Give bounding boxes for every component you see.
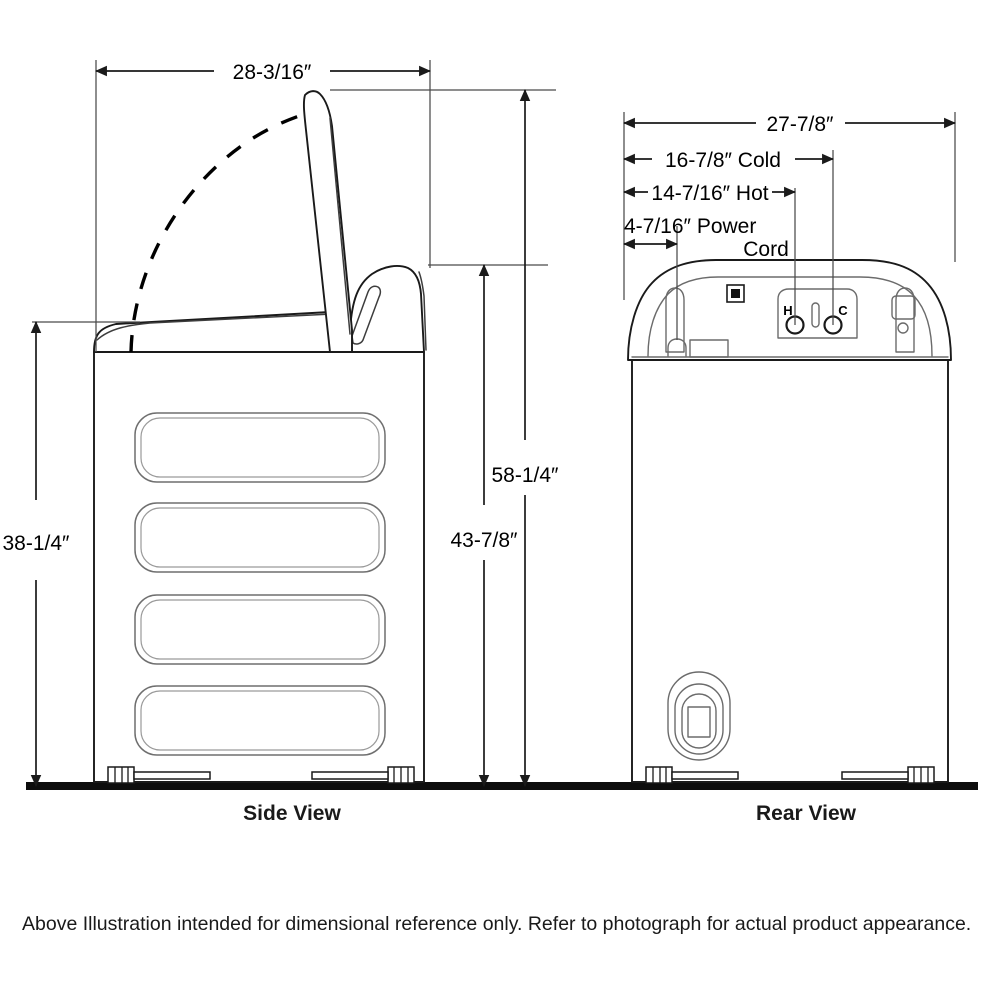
side-view-label: Side View xyxy=(243,802,341,825)
rear-drain-mid xyxy=(674,683,724,755)
rear-hood-inner-contour xyxy=(647,276,933,357)
rear-foot-left-base xyxy=(671,771,739,780)
side-foot-right-base xyxy=(311,771,389,780)
side-panel-4-inner xyxy=(140,690,380,751)
rear-access-screw xyxy=(897,322,909,334)
rear-service-plate xyxy=(726,284,745,303)
side-lid-edge-highlight xyxy=(96,313,333,341)
dim-cold-label: 16-7/8″ Cold xyxy=(665,149,781,172)
rear-cold-label: C xyxy=(838,303,848,318)
side-lid-handle-tab xyxy=(351,285,382,345)
side-panel-1-inner xyxy=(140,417,380,478)
rear-inlet-housing xyxy=(777,288,858,339)
side-lid-open-seam xyxy=(329,117,351,335)
side-panel-2 xyxy=(134,502,386,573)
rear-rib-left xyxy=(665,287,685,353)
lid-swing-arc xyxy=(129,111,309,353)
side-console xyxy=(349,265,425,353)
side-foot-left-base xyxy=(133,771,211,780)
side-lid-open xyxy=(302,90,353,353)
rear-access-panel xyxy=(891,295,916,320)
side-foot-left xyxy=(107,766,135,784)
floor-line xyxy=(26,782,978,790)
side-dimension-group: 28-3/16″ 38-1/4″ 43-7/8″ 58-1/4″ xyxy=(3,60,560,787)
dim-38-label: 38-1/4″ xyxy=(3,532,71,555)
rear-drain-access xyxy=(667,671,731,761)
rear-view-label: Rear View xyxy=(756,802,857,825)
rear-drain-inner xyxy=(681,693,717,749)
rear-dimension-group: 27-7/8″ 16-7/8″ Cold 14-7/16″ Hot 4-7/16… xyxy=(623,112,956,340)
dim-power-cord-label-line1: 4-7/16″ Power xyxy=(624,215,756,238)
dim-width-label: 27-7/8″ xyxy=(767,113,835,136)
side-panel-1 xyxy=(134,412,386,483)
rear-cabinet-body xyxy=(631,359,949,783)
rear-hot-label: H xyxy=(783,303,792,318)
rear-service-plate-core xyxy=(731,289,740,298)
dim-hot-label: 14-7/16″ Hot xyxy=(651,182,768,205)
side-view-group xyxy=(93,90,427,784)
side-panel-4 xyxy=(134,685,386,756)
rear-feet-group xyxy=(645,766,935,784)
rear-drain-outer xyxy=(667,671,731,761)
dim-43-label: 43-7/8″ xyxy=(451,529,519,552)
rear-drain-port xyxy=(687,706,711,738)
rear-hood xyxy=(627,259,952,361)
rear-foot-right-base xyxy=(841,771,909,780)
side-panel-3 xyxy=(134,594,386,665)
footnote-text: Above Illustration intended for dimensio… xyxy=(22,913,971,935)
side-feet-group xyxy=(107,766,415,784)
side-panel-group xyxy=(134,412,386,756)
dim-depth-label: 28-3/16″ xyxy=(233,61,312,84)
side-panel-3-inner xyxy=(140,599,380,660)
rear-terminal-block xyxy=(689,339,729,358)
dim-power-cord-label-line2: Cord xyxy=(743,238,789,261)
side-panel-2-inner xyxy=(140,507,380,568)
rear-foot-left xyxy=(645,766,673,784)
dim-58-label: 58-1/4″ xyxy=(492,464,560,487)
rear-view-group: H C xyxy=(627,259,952,784)
side-console-seam xyxy=(418,271,427,351)
rear-inlet-divider xyxy=(811,302,820,328)
